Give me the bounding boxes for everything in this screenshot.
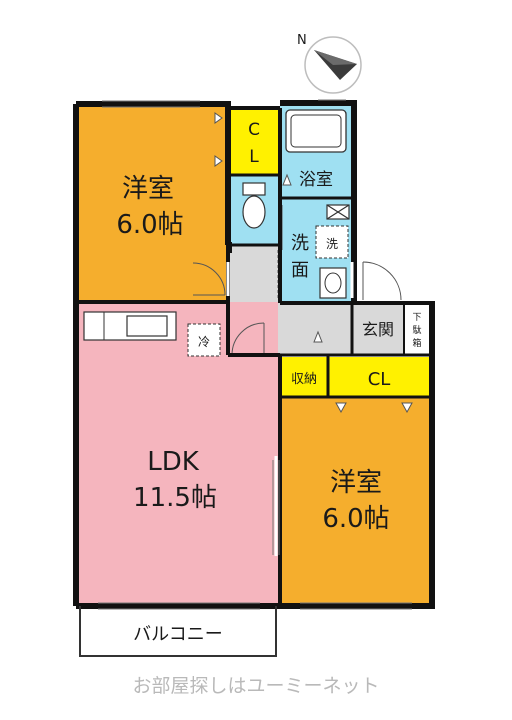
shoe-box-line3: 箱 (412, 337, 421, 349)
compass-needle-shade (314, 50, 357, 65)
closet-top-line2: L (249, 147, 259, 167)
compass-north-label: N (297, 33, 307, 48)
vent-box (326, 204, 350, 220)
bathroom-name: 浴室 (299, 170, 333, 190)
western-room-1-size: 6.0帖 (116, 210, 183, 240)
vanity-sink-icon (319, 267, 347, 299)
entrance-name: 玄関 (362, 320, 394, 339)
watermark-text: お部屋探しはユーミーネット (132, 675, 379, 697)
washroom-line2: 面 (291, 260, 309, 281)
western-room-2-name: 洋室 (330, 468, 382, 498)
sink-icon (126, 315, 168, 337)
storage-name: 収納 (291, 372, 317, 387)
door-marks (214, 112, 413, 414)
windows (98, 99, 412, 610)
bathtub-icon (285, 109, 347, 153)
pillar (226, 242, 232, 248)
compass: N (297, 33, 362, 94)
openings (226, 262, 354, 556)
western-room-2 (280, 397, 430, 603)
washroom-line1: 洗 (291, 233, 309, 254)
closet-mid-name: CL (368, 369, 391, 390)
fridge-mark-label: 冷 (198, 335, 210, 349)
ldk-size: 11.5帖 (133, 483, 217, 513)
toilet-icon (242, 182, 266, 229)
door-swing-entrance (362, 261, 402, 301)
entrance (352, 303, 404, 355)
walls (73, 100, 435, 609)
closet-mid (328, 357, 430, 397)
fridge-space (187, 323, 221, 357)
shoe-box (404, 303, 430, 355)
hallway-2 (280, 303, 352, 355)
closet-top (229, 109, 280, 175)
ldk-name: LDK (147, 447, 200, 477)
door-swing-hall (231, 322, 265, 356)
ldk (78, 302, 278, 606)
washer-space (315, 225, 349, 259)
washer-mark-label: 洗 (326, 237, 338, 251)
balcony-name: バルコニー (133, 624, 223, 645)
balcony-outline (79, 606, 277, 657)
balcony (80, 606, 276, 656)
closet-top-line1: C (248, 120, 260, 140)
kitchen-counter (83, 311, 177, 341)
shoe-box-line2: 駄 (412, 324, 421, 336)
western-room-2-size: 6.0帖 (322, 504, 389, 534)
storage (280, 357, 328, 397)
shoe-box-line1: 下 (412, 313, 421, 323)
western-room-1-name: 洋室 (122, 174, 174, 204)
western-room-1 (78, 105, 228, 302)
door-swing-room1 (192, 262, 226, 296)
